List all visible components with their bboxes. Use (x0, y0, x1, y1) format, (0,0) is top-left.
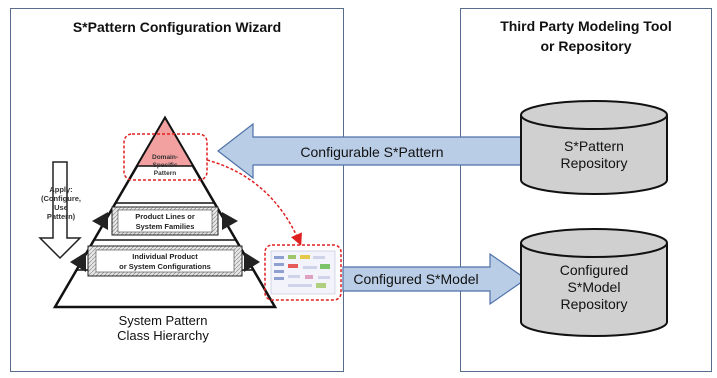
model-thumbnail (264, 244, 342, 301)
model-repository-cylinder (520, 228, 668, 337)
pyramid-middle-line1: Product Lines or (135, 212, 195, 221)
right-panel-title-line2: or Repository (540, 38, 632, 54)
right-panel-title-line1: Third Party Modeling Tool (500, 18, 672, 34)
pyramid-top-line1: Domain- (152, 154, 178, 161)
configurable-pattern-label: Configurable S*Pattern (300, 144, 443, 160)
pattern-repository-line2: Repository (561, 155, 628, 171)
configured-model-arrow (342, 252, 528, 306)
top-highlight (123, 133, 208, 181)
bottom-level-arrows (70, 252, 260, 272)
configurable-pattern-arrow (217, 122, 524, 180)
apply-label-line4: Pattern) (47, 212, 76, 221)
model-repository-line3: Repository (561, 296, 628, 312)
pattern-repository-cylinder (520, 100, 668, 195)
apply-label-line3: Use (54, 203, 68, 212)
pyramid-top-line2: Specific (153, 162, 178, 169)
left-panel-title: S*Pattern Configuration Wizard (72, 19, 282, 35)
pyramid-bottom-line1: Individual Product (132, 252, 198, 261)
pyramid-middle-line2: System Families (136, 222, 195, 231)
pattern-repository-line1: S*Pattern (564, 138, 624, 154)
pyramid-top-section (135, 116, 195, 167)
pyramid-top-line3: Pattern (154, 170, 176, 177)
apply-label-line1: Apply: (49, 185, 72, 194)
pyramid-bottom-line2: or System Configurations (119, 262, 211, 271)
apply-label-line2: (Configure, (41, 194, 81, 203)
apply-arrow (38, 161, 82, 260)
configured-model-label: Configured S*Model (353, 271, 478, 287)
model-repository-line2: S*Model (568, 279, 621, 295)
pyramid-caption-line2: Class Hierarchy (117, 328, 209, 343)
pyramid-caption-line1: System Pattern (119, 313, 208, 328)
model-repository-line1: Configured (560, 262, 629, 278)
middle-level-arrows (92, 212, 238, 230)
